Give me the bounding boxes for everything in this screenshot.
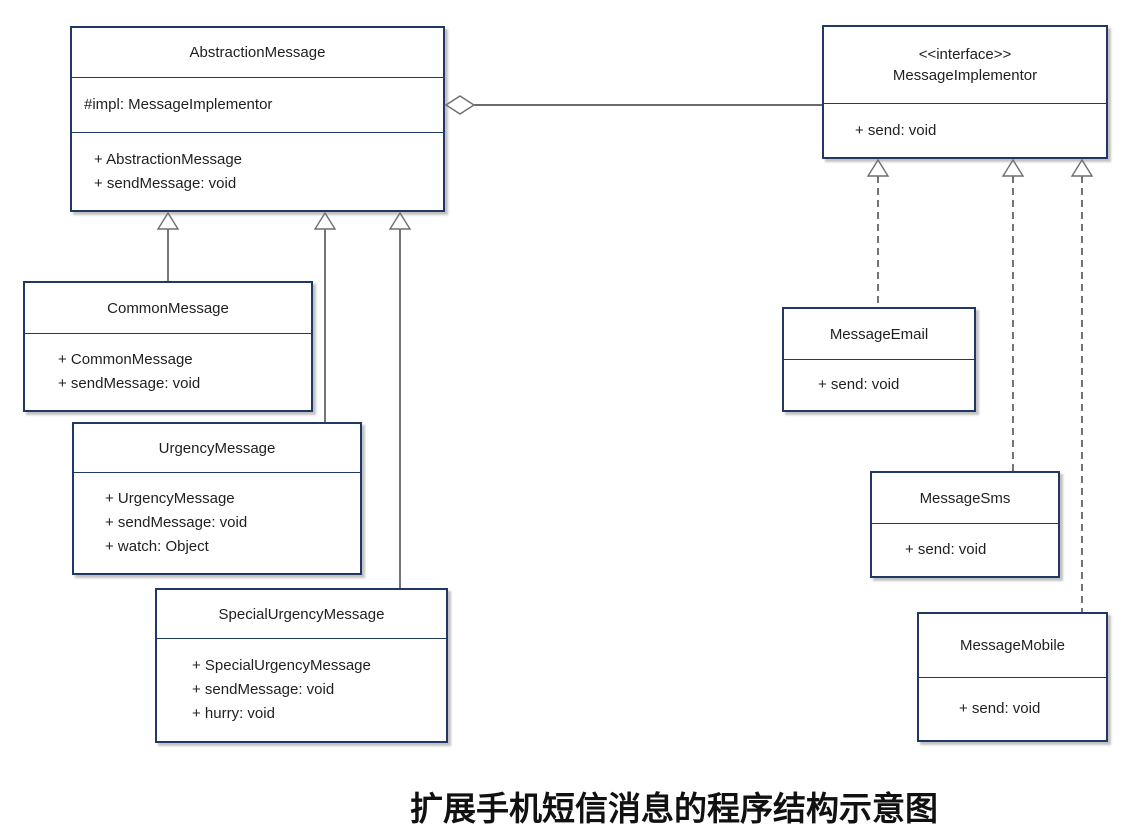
attribute-line: #impl: MessageImplementor <box>84 96 273 113</box>
aggregation-diamond-icon <box>444 95 476 115</box>
methods-section: + send: void <box>824 103 1106 157</box>
class-title: MessageMobile <box>919 614 1106 677</box>
class-name: SpecialUrgencyMessage <box>218 605 385 623</box>
generalization-arrow-special-urgency-icon <box>388 211 412 230</box>
class-special-urgency-message: SpecialUrgencyMessage + SpecialUrgencyMe… <box>155 588 448 743</box>
class-name: MessageEmail <box>829 325 929 343</box>
class-abstraction-message: AbstractionMessage #impl: MessageImpleme… <box>70 26 445 212</box>
class-name: AbstractionMessage <box>189 44 326 61</box>
method-line: + send: void <box>818 376 900 393</box>
methods-section: + SpecialUrgencyMessage + sendMessage: v… <box>157 638 446 741</box>
class-message-mobile: MessageMobile + send: void <box>917 612 1108 742</box>
method-line: + sendMessage: void <box>94 174 237 192</box>
method-line: + UrgencyMessage <box>105 490 235 507</box>
method-line: + sendMessage: void <box>192 681 335 698</box>
class-name: MessageImplementor <box>892 67 1038 84</box>
method-line: + send: void <box>905 541 987 558</box>
methods-section: + UrgencyMessage + sendMessage: void + w… <box>74 472 360 573</box>
method-line: + send: void <box>959 700 1041 717</box>
methods-section: + send: void <box>872 523 1058 576</box>
method-line: + CommonMessage <box>58 351 193 368</box>
realization-arrow-email-icon <box>866 158 890 177</box>
methods-section: + AbstractionMessage + sendMessage: void <box>72 132 443 210</box>
method-line: + sendMessage: void <box>58 375 201 392</box>
methods-section: + send: void <box>784 359 974 410</box>
method-line: + send: void <box>855 121 937 139</box>
method-line: + AbstractionMessage <box>94 150 243 168</box>
generalization-arrow-urgency-icon <box>313 211 337 230</box>
class-title: MessageEmail <box>784 309 974 359</box>
class-name: MessageMobile <box>959 637 1066 654</box>
class-name: UrgencyMessage <box>158 439 276 457</box>
generalization-arrow-common-icon <box>156 211 180 230</box>
method-line: + hurry: void <box>192 705 275 722</box>
class-title: MessageSms <box>872 473 1058 523</box>
realization-arrow-mobile-icon <box>1070 158 1094 177</box>
methods-section: + send: void <box>919 677 1106 740</box>
class-title: CommonMessage <box>25 283 311 333</box>
method-line: + sendMessage: void <box>105 514 248 531</box>
diagram-caption: 扩展手机短信消息的程序结构示意图 <box>410 790 938 827</box>
realization-arrow-sms-icon <box>1001 158 1025 177</box>
class-message-sms: MessageSms + send: void <box>870 471 1060 578</box>
class-message-implementor: <<interface>> MessageImplementor + send:… <box>822 25 1108 159</box>
attributes-section: #impl: MessageImplementor <box>72 77 443 132</box>
class-title: <<interface>> MessageImplementor <box>824 27 1106 103</box>
method-line: + SpecialUrgencyMessage <box>192 657 371 674</box>
class-stereotype: <<interface>> <box>918 46 1012 63</box>
class-name: CommonMessage <box>107 299 229 317</box>
class-title: SpecialUrgencyMessage <box>157 590 446 638</box>
method-line: + watch: Object <box>105 538 209 555</box>
class-title: UrgencyMessage <box>74 424 360 472</box>
class-title: AbstractionMessage <box>72 28 443 77</box>
class-common-message: CommonMessage + CommonMessage + sendMess… <box>23 281 313 412</box>
class-urgency-message: UrgencyMessage + UrgencyMessage + sendMe… <box>72 422 362 575</box>
class-message-email: MessageEmail + send: void <box>782 307 976 412</box>
class-name: MessageSms <box>919 489 1011 507</box>
methods-section: + CommonMessage + sendMessage: void <box>25 333 311 410</box>
